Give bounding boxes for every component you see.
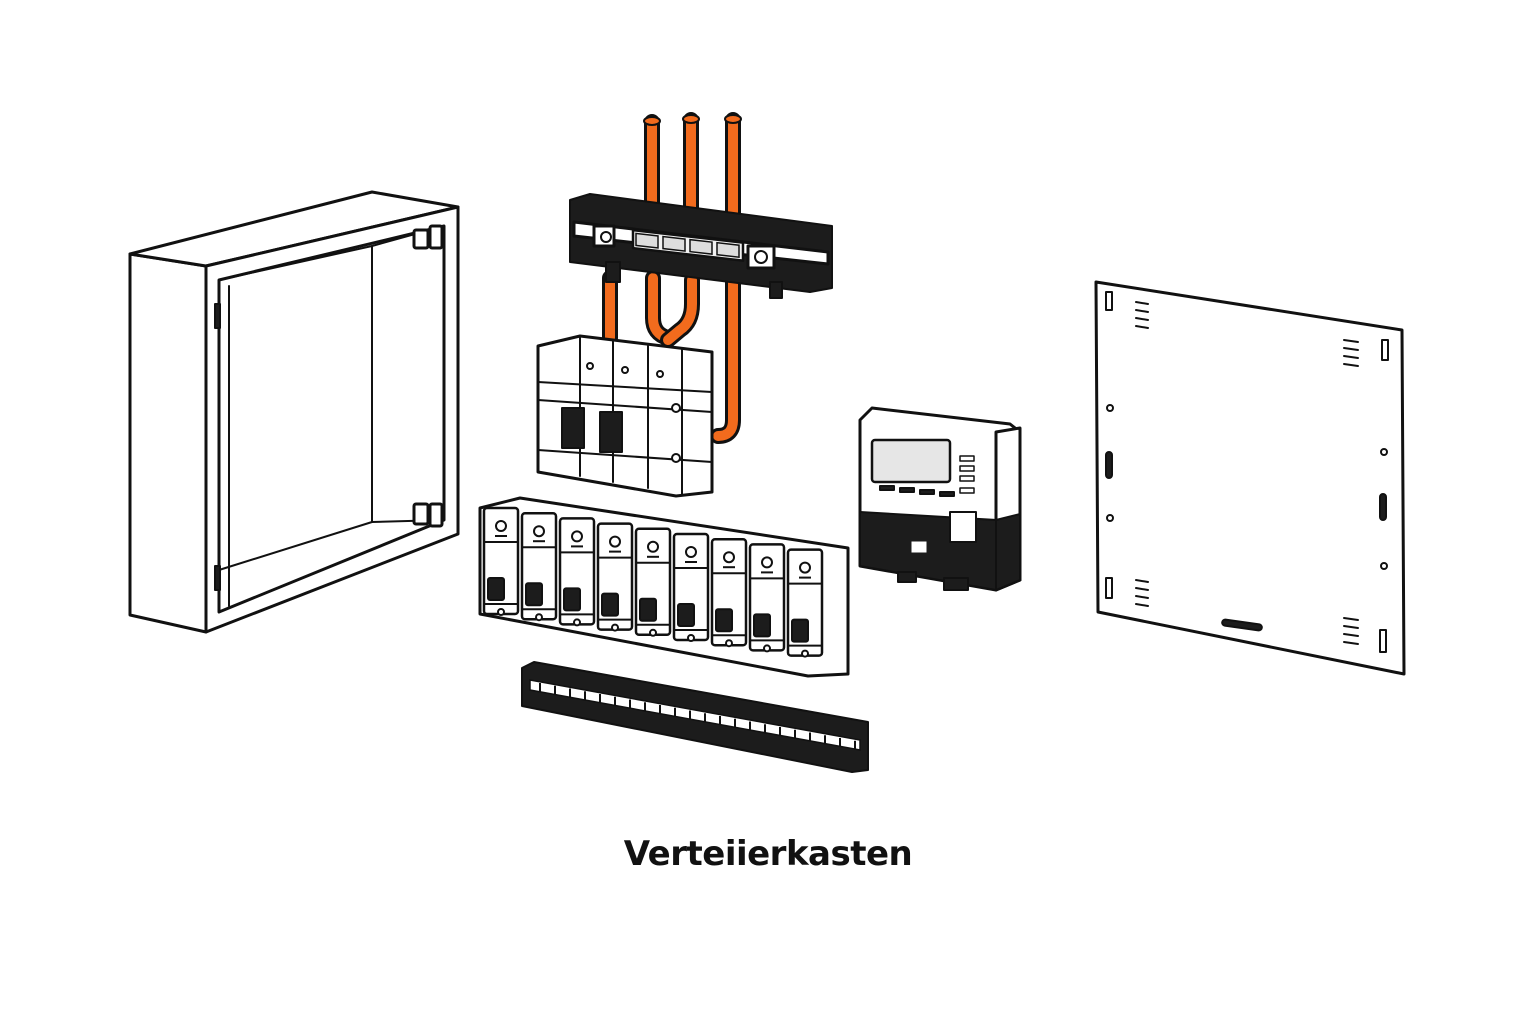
main-switch (536, 334, 714, 498)
circuit-breaker-row (478, 496, 850, 678)
diagram-caption: Verteiierkasten (623, 834, 913, 874)
circuit-breaker-module (558, 517, 596, 627)
circuit-breaker-module (482, 506, 520, 616)
circuit-breaker-module (748, 543, 786, 653)
circuit-breaker-module (710, 537, 748, 648)
circuit-breaker-module (672, 532, 710, 642)
circuit-breaker-module (634, 527, 672, 637)
enclosure-box (128, 190, 460, 634)
cover-plate (1094, 280, 1406, 676)
busbar-terminal-block (569, 193, 833, 299)
circuit-breaker-module (596, 522, 634, 632)
circuit-breaker-module (520, 511, 558, 622)
circuit-breaker-module (786, 548, 824, 658)
electricity-meter (858, 406, 1022, 592)
din-rail (521, 661, 869, 773)
orange-conductors (602, 112, 742, 444)
